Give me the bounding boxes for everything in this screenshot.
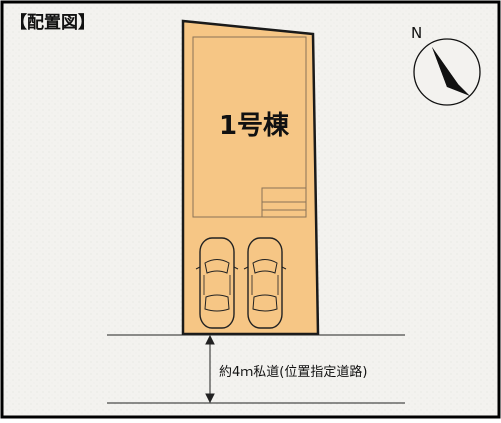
diagram-title: 【配置図】	[10, 13, 95, 33]
building-footprint	[192, 36, 307, 218]
parked-car-2	[243, 237, 287, 329]
building-label: 1号棟	[218, 111, 290, 141]
north-compass	[413, 38, 481, 106]
parked-car-1	[195, 237, 239, 329]
road-label: 約4ｍ私道(位置指定道路)	[219, 365, 368, 380]
entrance-steps	[261, 187, 307, 218]
road-width-arrow	[205, 334, 215, 404]
north-letter: N	[411, 24, 423, 42]
